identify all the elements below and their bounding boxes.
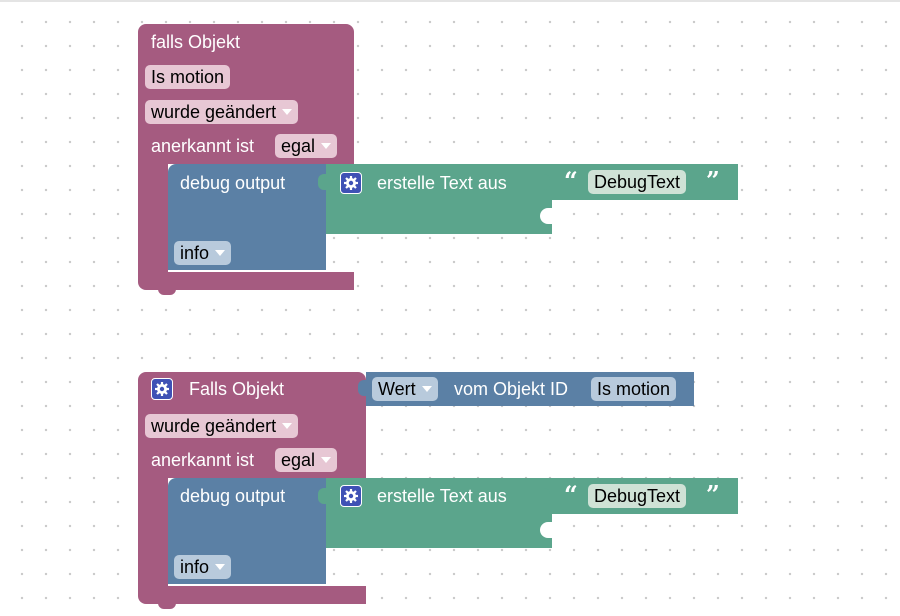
chevron-down-icon [421, 386, 432, 393]
chevron-down-icon [282, 109, 293, 116]
attribute-dropdown-label: Wert [378, 379, 416, 399]
ack-dropdown[interactable]: egal [275, 448, 338, 472]
log-level-dropdown[interactable]: info [174, 555, 232, 579]
debug-label: debug output [180, 486, 286, 506]
puzzle-connector [358, 380, 368, 396]
puzzle-connector [542, 174, 550, 190]
chevron-down-icon [215, 564, 226, 571]
ack-dropdown-label: egal [281, 136, 316, 156]
text-join-block-2[interactable] [326, 478, 552, 548]
event-block-1-footer [138, 272, 354, 290]
trigger-dropdown-label: wurde geändert [151, 416, 277, 436]
text-join-input-notch [540, 208, 552, 224]
chevron-down-icon [282, 423, 293, 430]
open-quote-icon: “ [564, 166, 578, 195]
text-join-input-notch [540, 522, 552, 538]
puzzle-connector [318, 488, 328, 504]
chevron-down-icon [321, 457, 332, 464]
text-join-label: erstelle Text aus [377, 173, 507, 193]
gear-icon[interactable] [340, 172, 362, 194]
gear-icon[interactable] [340, 485, 362, 507]
open-quote-icon: “ [564, 480, 578, 509]
text-join-block-1[interactable] [326, 164, 552, 234]
event-block-1-title: falls Objekt [151, 32, 241, 52]
chevron-down-icon [321, 143, 332, 150]
text-literal-field[interactable]: DebugText [588, 484, 687, 508]
event-block-1-notch [158, 289, 176, 295]
event-block-1-spine [138, 160, 168, 276]
ack-dropdown[interactable]: egal [275, 134, 338, 158]
event-block-2-spine [138, 476, 168, 590]
event-block-2-title: Falls Objekt [189, 379, 285, 399]
ack-label: anerkannt ist [151, 450, 255, 470]
close-quote-icon: ” [706, 166, 720, 195]
trigger-dropdown-label: wurde geändert [151, 102, 277, 122]
ack-label: anerkannt ist [151, 136, 255, 156]
log-level-label: info [180, 243, 210, 263]
event-block-2-notch [158, 603, 176, 609]
object-id-field[interactable]: Is motion [591, 377, 677, 401]
text-literal-field[interactable]: DebugText [588, 170, 687, 194]
debug-label: debug output [180, 173, 286, 193]
attribute-dropdown[interactable]: Wert [372, 377, 438, 401]
ack-dropdown-label: egal [281, 450, 316, 470]
object-id-field[interactable]: Is motion [145, 65, 231, 89]
close-quote-icon: ” [706, 480, 720, 509]
puzzle-connector [542, 488, 550, 504]
value-getter-label: vom Objekt ID [454, 379, 569, 399]
log-level-dropdown[interactable]: info [174, 241, 232, 265]
text-join-label: erstelle Text aus [377, 486, 507, 506]
log-level-label: info [180, 557, 210, 577]
gear-icon[interactable] [151, 378, 173, 400]
top-divider [0, 0, 900, 2]
trigger-dropdown[interactable]: wurde geändert [145, 100, 299, 124]
trigger-dropdown[interactable]: wurde geändert [145, 414, 299, 438]
puzzle-connector [318, 174, 328, 190]
event-block-2-footer [138, 586, 366, 604]
chevron-down-icon [215, 250, 226, 257]
